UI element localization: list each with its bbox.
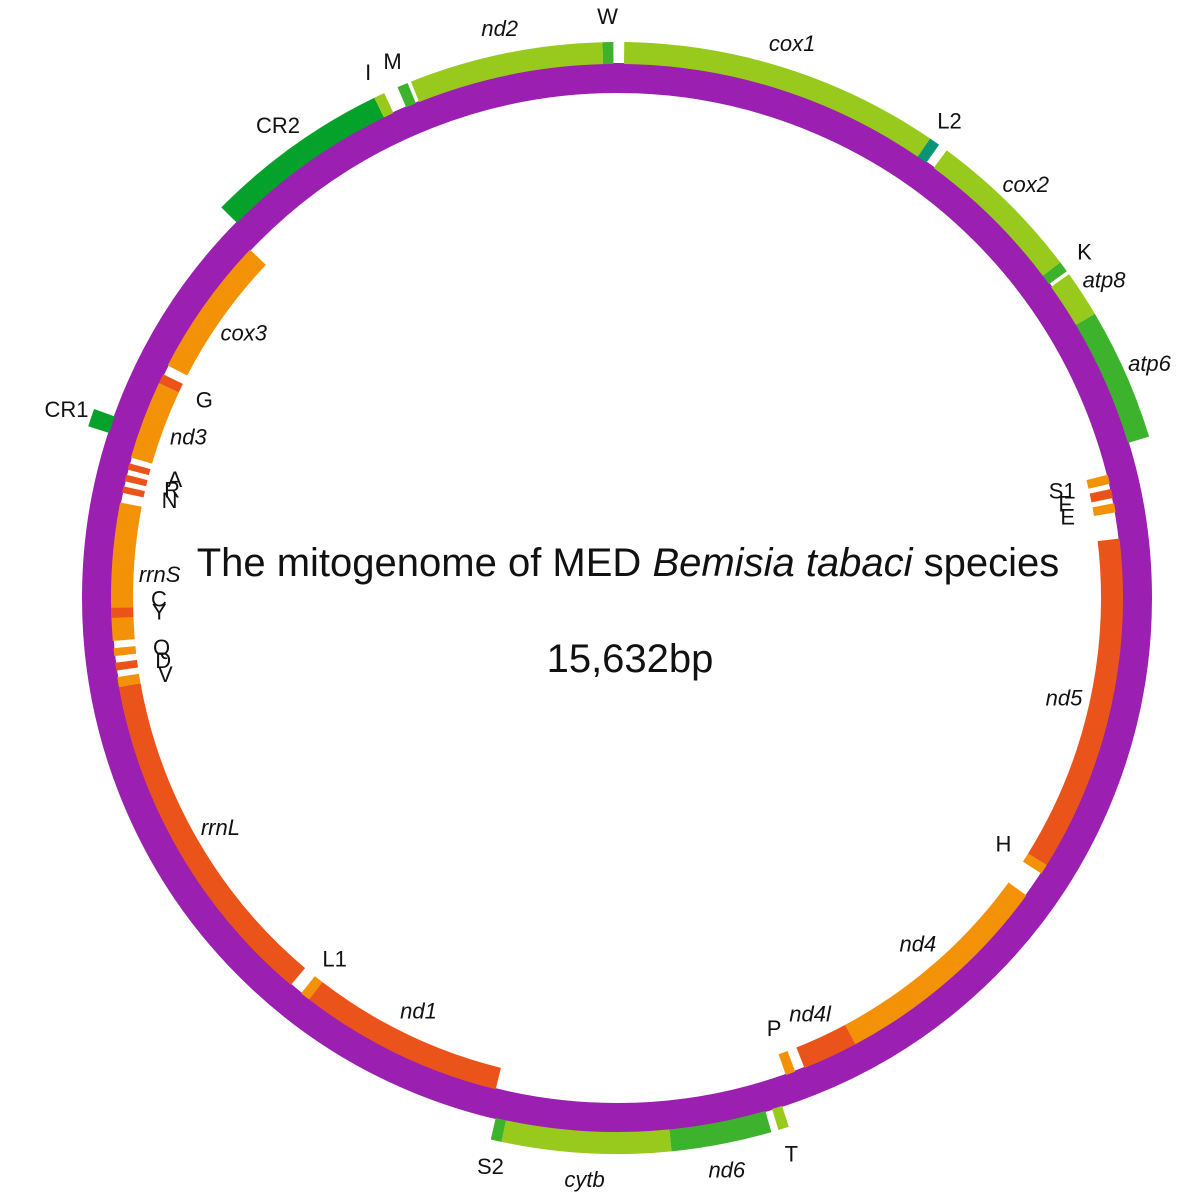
gene-label-nd4l: nd4l: [789, 1001, 832, 1026]
gene-label-a: A: [167, 467, 182, 492]
gene-label-atp6: atp6: [1128, 351, 1172, 376]
gene-segment-nd6: [669, 1110, 772, 1152]
gene-label-cox3: cox3: [221, 320, 268, 345]
gene-segment-e: [1092, 503, 1116, 517]
gene-label-w: W: [597, 4, 618, 29]
gene-label-c: C: [151, 586, 167, 611]
gene-segment-p: [778, 1050, 796, 1075]
gene-label-nd2: nd2: [481, 16, 518, 41]
gene-label-r: R: [164, 477, 180, 502]
gene-label-nd3: nd3: [170, 425, 207, 450]
gene-segment-cox2: [933, 150, 1061, 276]
gene-segment-a: [127, 463, 151, 476]
gene-segment-cr1: [88, 408, 115, 434]
gene-segment-s1: [1086, 474, 1110, 489]
gene-label-p: P: [767, 1016, 782, 1041]
gene-segment-atp8: [1051, 274, 1095, 326]
gene-label-nd5: nd5: [1046, 686, 1083, 711]
gene-segment-cytb: [501, 1120, 672, 1154]
gene-label-l2: L2: [937, 108, 961, 133]
gene-label-v: V: [158, 662, 173, 687]
gene-label-f: F: [1058, 491, 1071, 516]
gene-label-cr2: CR2: [256, 113, 300, 138]
gene-segment-d: [115, 659, 139, 671]
gene-label-rrnl: rrnL: [201, 815, 240, 840]
gene-segment-h: [1022, 853, 1047, 874]
gene-segment-i: [374, 93, 394, 118]
gene-segment-r: [124, 474, 148, 487]
gene-label-i: I: [365, 60, 371, 85]
gene-segment-rrnl: [118, 683, 306, 985]
gene-label-d: D: [155, 648, 171, 673]
gene-segment-l1: [301, 976, 323, 1000]
gene-segment-t: [772, 1105, 789, 1131]
gene-segment-atp6: [1075, 313, 1150, 444]
gene-segment-nd1: [308, 981, 501, 1090]
gene-label-g: G: [196, 388, 213, 413]
gene-label-nd6: nd6: [708, 1158, 745, 1183]
gene-segment-nd2: [410, 42, 604, 103]
gene-segment-nd5: [1028, 538, 1123, 866]
gene-label-k: K: [1077, 239, 1092, 264]
gene-segment-nd3: [130, 383, 179, 464]
genome-size: 15,632bp: [547, 637, 714, 681]
gene-label-h: H: [996, 832, 1012, 857]
gene-label-m: M: [383, 49, 401, 74]
gene-segment-nd4l: [796, 1024, 856, 1068]
gene-label-q: Q: [153, 635, 170, 660]
gene-segment-l2: [917, 138, 940, 163]
gene-segments: [88, 42, 1150, 1154]
gene-segment-q: [113, 646, 137, 657]
gene-label-l1: L1: [322, 947, 346, 972]
gene-segment-rrns: [111, 502, 142, 642]
gene-segment-n: [122, 486, 145, 498]
gene-segment-nd4: [845, 882, 1027, 1045]
genome-backbone-ring: [82, 63, 1152, 1133]
map-title: The mitogenome of MED Bemisia tabaci spe…: [197, 541, 1060, 585]
gene-label-t: T: [785, 1141, 798, 1166]
gene-segment-m: [397, 82, 416, 108]
gene-label-cr1: CR1: [44, 397, 88, 422]
gene-label-rrns: rrnS: [139, 562, 181, 587]
gene-segment-k: [1042, 262, 1067, 285]
gene-label-y: Y: [152, 600, 167, 625]
gene-segment-s2: [490, 1118, 506, 1142]
gene-segment-v: [117, 673, 141, 687]
gene-label-atp8: atp8: [1083, 267, 1127, 292]
gene-label-n: N: [162, 488, 178, 513]
gene-segment-f: [1089, 488, 1114, 503]
gene-label-cox1: cox1: [769, 31, 815, 56]
gene-segment-cox1: [623, 42, 931, 157]
gene-label-cytb: cytb: [564, 1167, 604, 1192]
gene-label-nd1: nd1: [400, 999, 437, 1024]
gene-segment-cr2: [221, 97, 384, 223]
gene-label-cox2: cox2: [1003, 172, 1049, 197]
gene-segment-g: [158, 374, 183, 393]
gene-segment-cox3: [167, 249, 266, 376]
gene-label-e: E: [1060, 504, 1075, 529]
gene-label-s2: S2: [477, 1154, 504, 1179]
gene-label-nd4: nd4: [900, 931, 937, 956]
gene-label-s1: S1: [1049, 479, 1076, 504]
